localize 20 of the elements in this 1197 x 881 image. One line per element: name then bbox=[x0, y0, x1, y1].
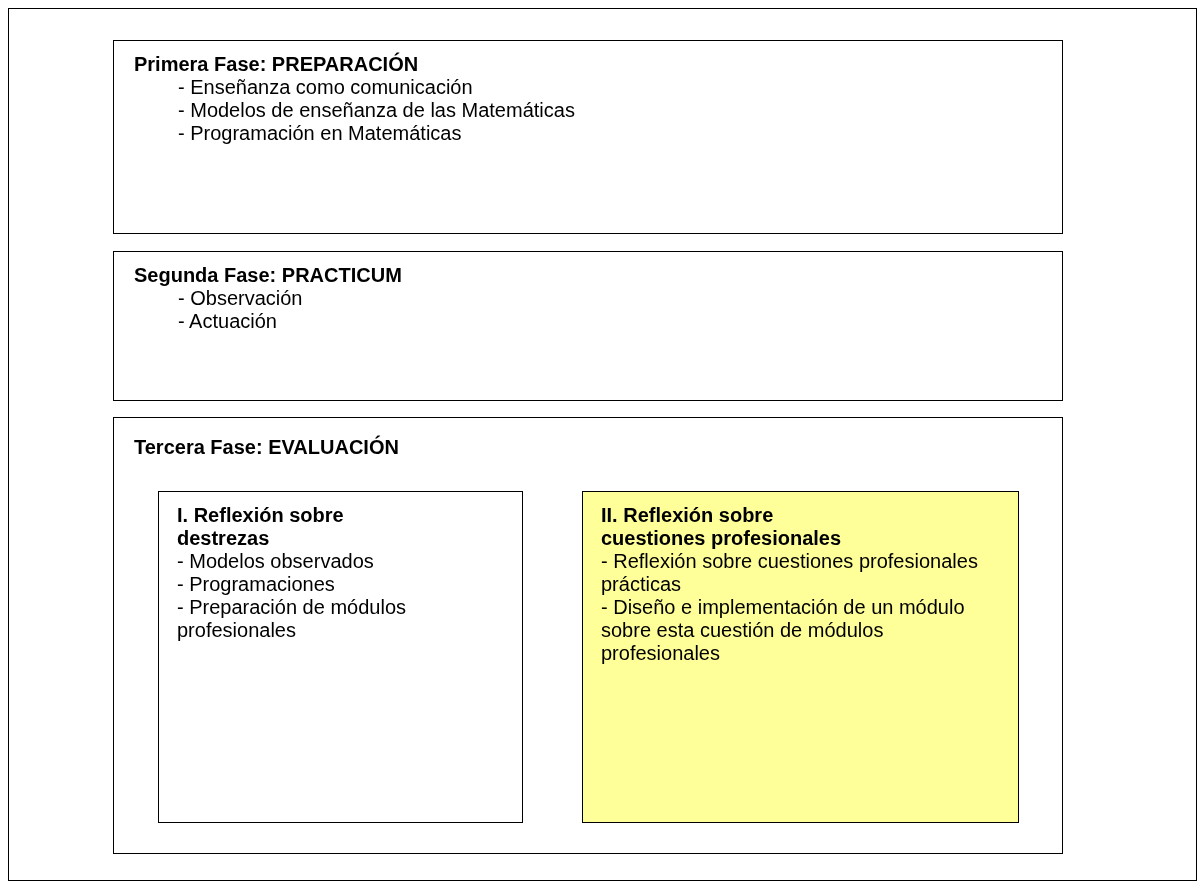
list-item: - Observación bbox=[177, 287, 303, 310]
phase-box bbox=[113, 40, 1063, 234]
list-item: - Programaciones bbox=[177, 573, 335, 596]
list-item: - Preparación de módulos profesionales bbox=[177, 596, 407, 642]
phase-heading: Primera Fase: PREPARACIÓN bbox=[134, 53, 419, 76]
list-item: - Reflexión sobre cuestiones profesionales prácticas bbox=[601, 550, 978, 596]
reflection-box bbox=[582, 491, 1019, 823]
phase-heading: II. Reflexión sobre cuestiones profesionales bbox=[601, 504, 843, 550]
list-item: - Diseño e implementación de un módulo sobre esta cuestión de módulos profesionales bbox=[601, 596, 966, 665]
reflection-box bbox=[158, 491, 523, 823]
list-item: - Modelos observados bbox=[177, 550, 374, 573]
list-item: - Enseñanza como comunicación bbox=[177, 76, 473, 99]
list-item: - Actuación bbox=[177, 310, 277, 333]
phase-heading: Tercera Fase: EVALUACIÓN bbox=[134, 436, 399, 459]
phase-heading: I. Reflexión sobre destrezas bbox=[177, 504, 345, 550]
phase-box bbox=[113, 251, 1063, 401]
phase-heading: Segunda Fase: PRACTICUM bbox=[134, 264, 402, 287]
list-item: - Modelos de enseñanza de las Matemáticas bbox=[177, 99, 575, 122]
phase-box bbox=[113, 417, 1063, 854]
list-item: - Programación en Matemáticas bbox=[177, 122, 462, 145]
